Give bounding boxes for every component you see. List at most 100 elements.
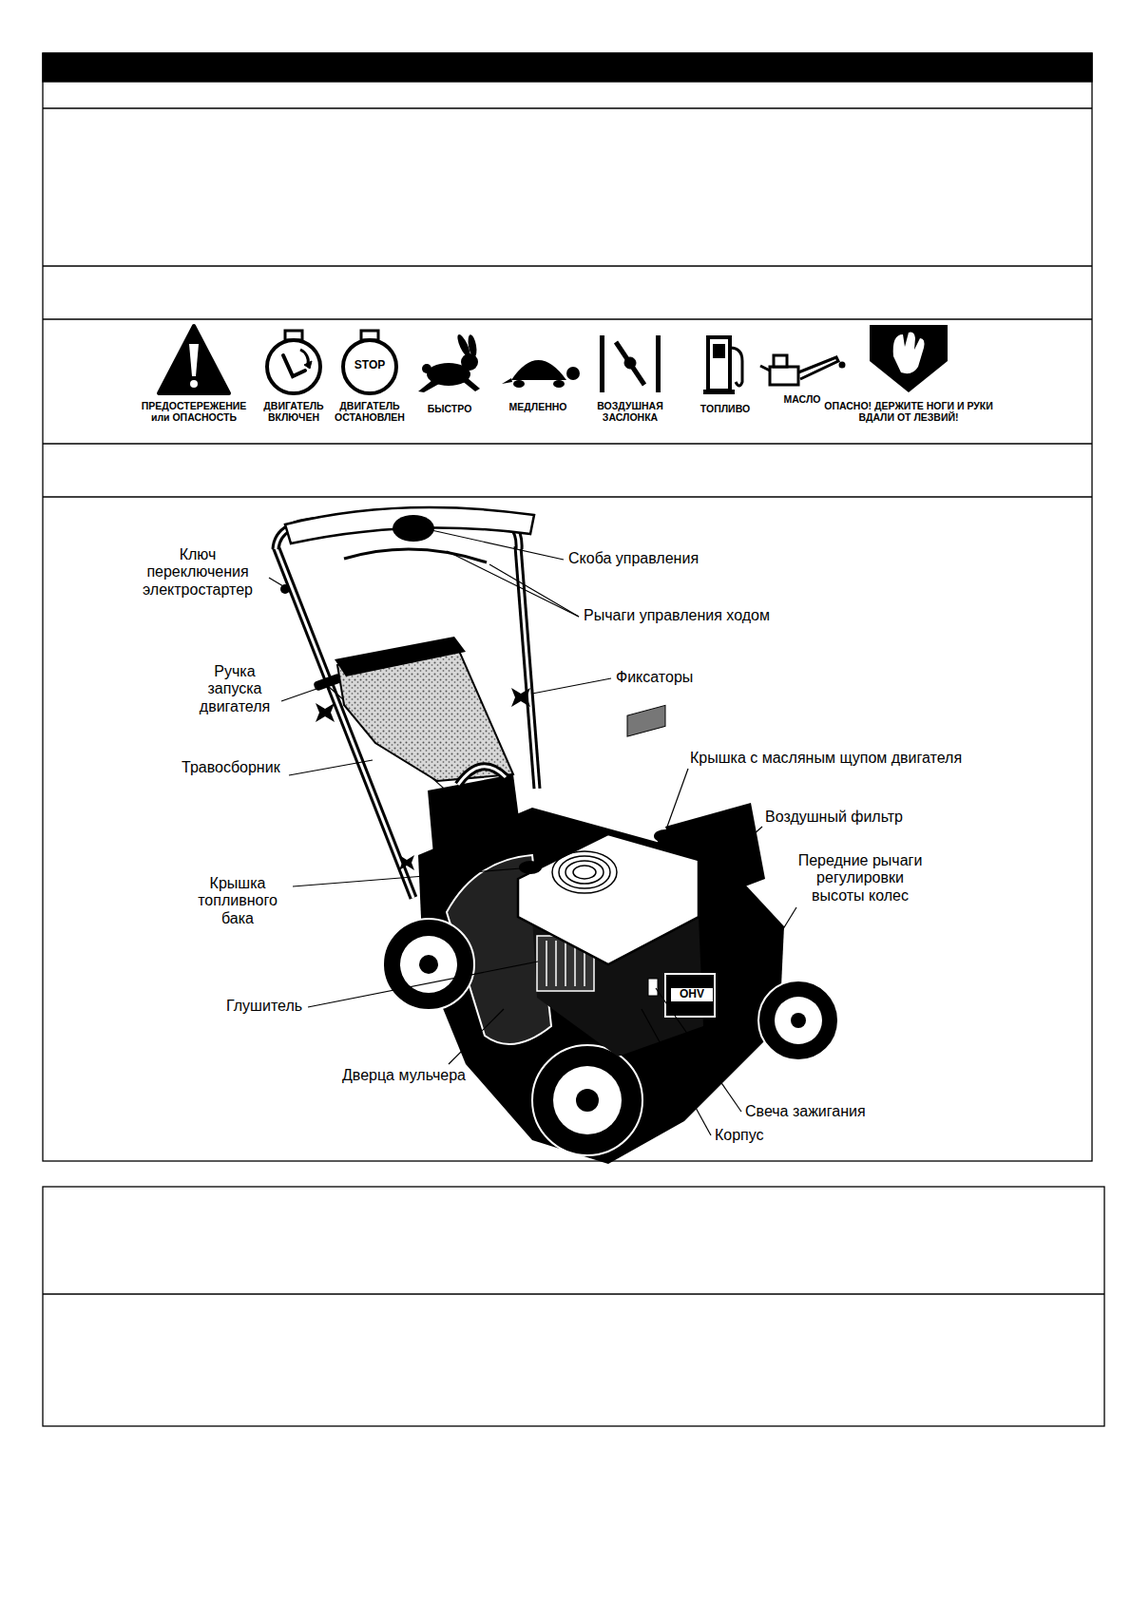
symbol-label: БЫСТРО: [419, 402, 480, 415]
mower-drawing: [575, 1089, 599, 1112]
turtle-symbol: [553, 380, 565, 388]
choke-symbol: [615, 342, 645, 385]
part-label: Крышка топливного бака: [184, 875, 291, 928]
part-label: OHV: [670, 988, 713, 1002]
leader-line: [268, 577, 284, 587]
mower-drawing: [458, 766, 506, 786]
part-label: Дверца мульчера: [342, 1067, 466, 1085]
engine-on-symbol: [267, 340, 321, 394]
mower-drawing: [552, 851, 617, 894]
oil-symbol: [798, 357, 839, 380]
part-label: Крышка с масляным щупом двигателя: [690, 749, 962, 767]
leader-line: [281, 688, 320, 702]
mower-drawing: [558, 856, 611, 889]
page-frame: [42, 53, 1093, 1162]
symbol-label: МЕДЛЕННО: [502, 401, 574, 413]
leader-line: [641, 1009, 711, 1136]
mower-drawing: [400, 936, 458, 994]
engine-on-symbol: [300, 349, 308, 365]
mower-drawing: [758, 980, 839, 1061]
mower-drawing: [552, 851, 617, 894]
mower-drawing: [517, 834, 699, 965]
leader-line: [292, 868, 521, 887]
mower-drawing: [665, 974, 715, 1017]
oil-symbol: [840, 363, 844, 367]
part-label: Корпус: [714, 1127, 765, 1145]
mower-drawing: [419, 955, 439, 975]
leader-line: [422, 528, 564, 560]
fuel-symbol: [729, 347, 743, 386]
warning-symbol: [189, 344, 199, 377]
page-frame: [42, 1187, 1105, 1427]
symbol-label: STOP: [348, 359, 391, 373]
mower-drawing: [555, 940, 557, 987]
mower-drawing: [774, 996, 823, 1045]
warning-symbol: [158, 325, 230, 394]
page-frame: [42, 318, 1093, 320]
page-frame: [42, 53, 1105, 1427]
part-label: Свеча зажигания: [745, 1103, 866, 1121]
mower-drawing: [553, 1066, 622, 1135]
symbol-label: ДВИГАТЕЛЬ ОСТАНОВЛЕН: [330, 400, 409, 423]
engine-stop-symbol: [343, 340, 397, 394]
page-frame: [42, 496, 1093, 498]
mower-drawing: [383, 919, 475, 1011]
mower-drawing: [790, 1013, 806, 1029]
mower-drawing: [764, 948, 772, 984]
fuel-symbol: [703, 337, 743, 395]
symbol-label: ОПАСНО! ДЕРЖИТЕ НОГИ И РУКИ ВДАЛИ ОТ ЛЕЗ…: [815, 400, 1002, 423]
engine-stop-symbol: [343, 330, 397, 394]
page-frame: [42, 442, 1093, 444]
oil-symbol: [760, 355, 844, 385]
mower-drawing: [532, 1045, 643, 1156]
turtle-symbol: [501, 378, 513, 384]
mower-drawing: [565, 861, 604, 884]
leader-line: [773, 907, 797, 945]
leader-line: [667, 768, 689, 827]
engine-on-symbol: [283, 355, 306, 377]
choke-symbol: [599, 335, 605, 393]
part-label: Воздушный фильтр: [765, 808, 903, 826]
mower-drawing: [285, 507, 535, 544]
leader-line: [489, 564, 579, 617]
choke-symbol: [599, 335, 661, 393]
part-label: Ключ переключения электростартер: [132, 546, 264, 599]
mower-drawing: [315, 703, 335, 723]
leader-line: [307, 961, 538, 1008]
rabbit-symbol: [418, 333, 480, 393]
page-frame: [42, 1293, 1105, 1295]
mower-drawing: [334, 636, 466, 677]
choke-symbol: [624, 357, 636, 369]
mower-drawing: [564, 940, 567, 987]
symbol-label: ТОПЛИВО: [691, 402, 759, 415]
mower-drawing: [511, 688, 531, 708]
turtle-symbol: [511, 360, 567, 381]
mower-drawing: [458, 766, 506, 786]
oil-symbol: [760, 365, 770, 371]
rabbit-symbol: [418, 380, 440, 393]
part-label: Скоба управления: [568, 550, 699, 568]
oil-symbol: [773, 355, 787, 367]
rabbit-symbol: [460, 378, 480, 392]
mower-drawing: [648, 978, 658, 997]
rabbit-symbol: [421, 364, 432, 374]
danger-blade-symbol: [893, 332, 925, 375]
engine-on-symbol: [304, 361, 312, 369]
symbol-label: МАСЛО: [773, 393, 831, 405]
page-frame: [42, 107, 1093, 109]
turtle-symbol: [501, 360, 580, 388]
mower-drawing: [392, 515, 435, 542]
leader-line: [288, 760, 373, 776]
fuel-symbol: [712, 344, 726, 359]
leader-line: [532, 678, 612, 694]
fuel-symbol: [703, 389, 735, 395]
danger-blade-symbol: [869, 325, 948, 393]
mower-drawing: [275, 507, 839, 1165]
leader-line: [448, 1009, 504, 1065]
leader-line: [743, 826, 763, 844]
part-label: Травосборник: [181, 759, 281, 777]
warning-symbol: [190, 380, 198, 388]
mower-drawing: [627, 705, 666, 737]
